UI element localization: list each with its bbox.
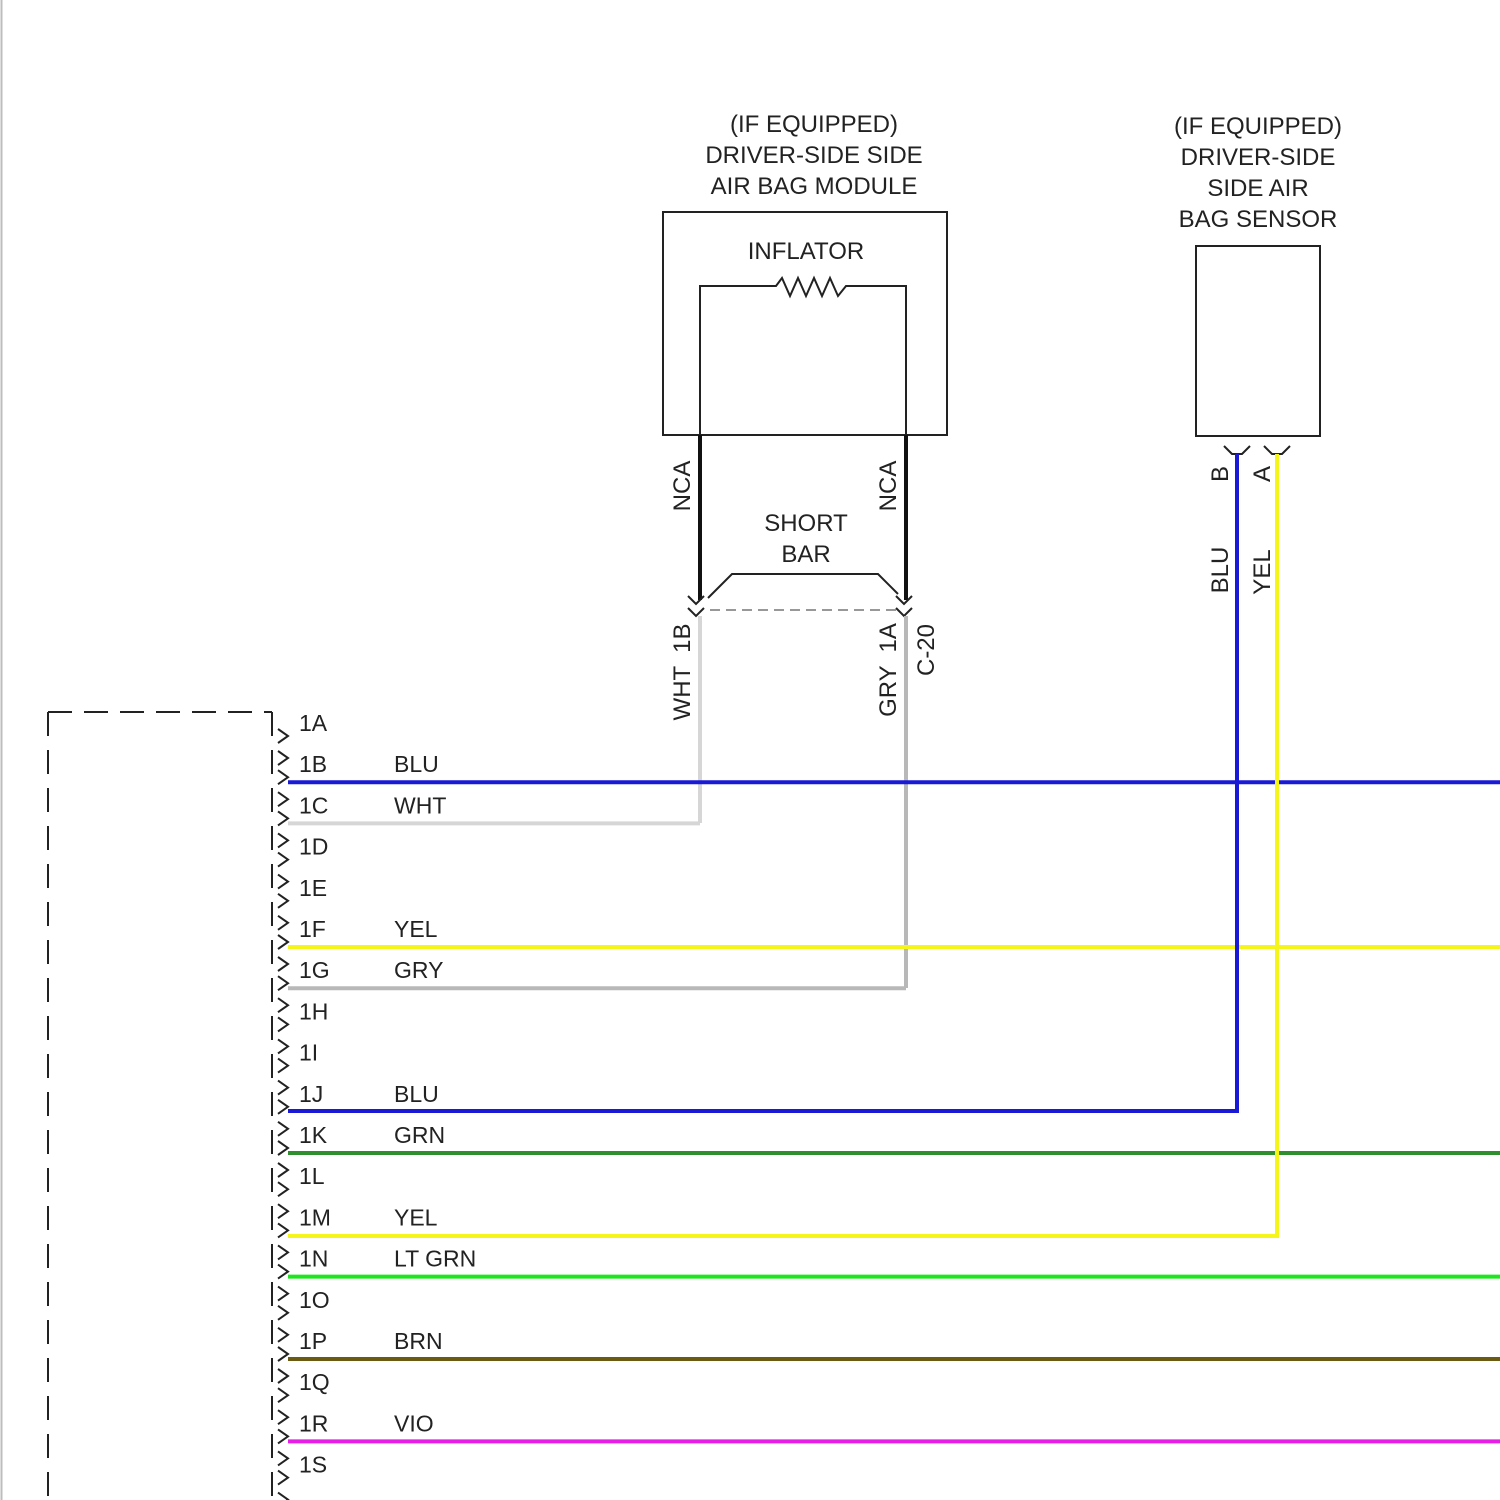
right-pin-label: GRY 1A [875,623,902,717]
pin-terminal [278,770,288,806]
sensor-title-line-2: DRIVER-SIDE [1181,144,1336,171]
pin-terminal [278,729,288,765]
pin-terminal [278,894,288,930]
pin-id-label: 1E [299,875,327,901]
pin-terminal [278,1388,288,1424]
pin-terminal [278,1429,288,1465]
sensor-terminal-a [1264,446,1290,454]
short-bar-label-line-2: BAR [781,541,830,568]
pin-id-label: 1I [299,1040,318,1066]
pin-id-label: 1M [299,1204,331,1230]
short-bar [708,574,898,598]
wire-color-label: YEL [394,916,438,942]
pin-id-label: 1H [299,998,328,1024]
connector-label: C-20 [913,624,940,676]
inflator-label: INFLATOR [748,238,864,265]
left-terminal-label: NCA [669,461,696,512]
pin-id-label: 1D [299,834,328,860]
harness-pin-1n: 1N LT GRN [278,1246,1500,1301]
pin-id-label: 1J [299,1081,323,1107]
sensor-wire-yel-label: YEL [1249,549,1276,594]
pin-terminal [278,1141,288,1177]
pin-id-label: 1L [299,1163,325,1189]
harness-pin-1f: 1F YEL [278,916,1500,971]
sensor-box [1196,246,1320,436]
right-terminal-label: NCA [875,461,902,512]
wire-color-label: BRN [394,1328,443,1354]
sensor-wire-blu-label: BLU [1207,547,1234,594]
module-title-line-1: (IF EQUIPPED) [730,111,898,138]
pin-id-label: 1B [299,751,327,777]
pin-terminal [278,935,288,971]
pin-id-label: 1G [299,957,330,983]
pin-id-label: 1K [299,1122,328,1148]
wire-color-label: BLU [394,751,439,777]
pin-terminal [278,853,288,889]
pin-id-label: 1C [299,792,328,818]
sensor-pin-b-label: B [1207,466,1234,482]
sensor-title-line-3: SIDE AIR [1207,175,1308,202]
module-title-line-3: AIR BAG MODULE [711,173,918,200]
sensor-title-line-4: BAG SENSOR [1179,206,1338,233]
pin-terminal [278,1265,288,1301]
pin-id-label: 1R [299,1410,328,1436]
pin-terminal [278,1347,288,1383]
harness-pin-1p: 1P BRN [278,1328,1500,1383]
harness-pin-1k: 1K GRN [278,1122,1500,1177]
pin-terminal [278,976,288,1012]
pin-terminal [278,1100,288,1136]
pin-terminal [278,1471,288,1500]
sensor-pin-a-label: A [1249,466,1276,482]
pin-terminal [278,1182,288,1218]
wire-color-label: GRY [394,957,443,983]
harness-pin-1s: 1S [278,1452,327,1500]
harness-connector-outline [48,712,272,1500]
pin-terminal [278,1306,288,1342]
harness-pin-1r: 1R VIO [278,1410,1500,1465]
wire-color-label: WHT [394,792,446,818]
sensor-terminal-b [1224,446,1250,454]
pin-id-label: 1P [299,1328,327,1354]
wire-color-label: VIO [394,1410,434,1436]
connector-terminal-left [688,596,704,616]
wire-color-label: LT GRN [394,1246,476,1272]
pin-id-label: 1F [299,916,326,942]
inflator-resistor [700,278,906,435]
wire-color-label: YEL [394,1204,438,1230]
pin-id-label: 1S [299,1452,327,1478]
harness-pins: 1A 1B BLU 1C WHT 1D 1E 1F YEL 1G GRY 1H 1I 1J BLU 1K GRN… [278,710,1500,1500]
pin-terminal [278,1017,288,1053]
wire-color-label: BLU [394,1081,439,1107]
pin-id-label: 1O [299,1287,330,1313]
pin-terminal [278,811,288,847]
short-bar-label-line-1: SHORT [764,510,848,537]
harness-pin-1g: 1G GRY [278,957,906,1012]
pin-id-label: 1A [299,710,328,736]
harness-pin-1b: 1B BLU [278,751,1500,806]
left-pin-label: WHT 1B [669,624,696,721]
pin-terminal [278,1059,288,1095]
harness-pin-1c: 1C WHT [278,792,700,847]
pin-id-label: 1N [299,1246,328,1272]
side-air-bag-sensor: (IF EQUIPPED) DRIVER-SIDE SIDE AIR BAG S… [1174,113,1342,595]
wire-yel-sensor [288,454,1277,1236]
pin-id-label: 1Q [299,1369,330,1395]
module-title-line-2: DRIVER-SIDE SIDE [705,142,922,169]
pin-terminal [278,1223,288,1259]
sensor-title-line-1: (IF EQUIPPED) [1174,113,1342,140]
wire-color-label: GRN [394,1122,445,1148]
